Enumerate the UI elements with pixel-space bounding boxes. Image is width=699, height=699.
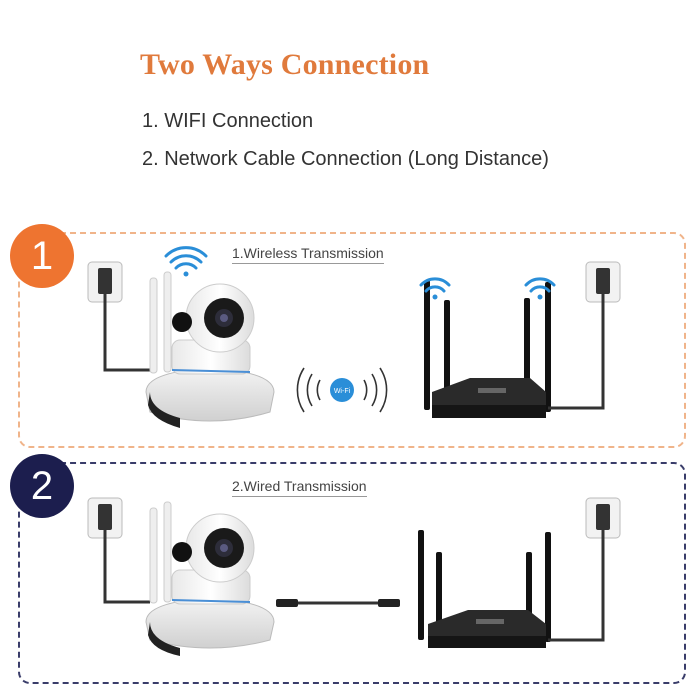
method-1-text: 1. WIFI Connection [142,110,314,132]
power-outlet-icon [87,261,123,303]
wifi-icon [419,277,556,300]
wired-transmission-label: 2.Wired Transmission [232,478,367,497]
ip-camera-icon [145,271,275,428]
step-1-badge: 1 [10,224,74,288]
power-cable [548,294,605,410]
wireless-panel [18,232,686,448]
ethernet-cable-icon [276,599,400,607]
wifi-badge-text: Wi-Fi [334,388,351,395]
power-outlet-icon [87,497,123,539]
page-title: Two Ways Connection [140,48,430,81]
power-outlet-icon [585,497,621,539]
wifi-icon [164,246,208,277]
power-cable [103,294,150,372]
wireless-transmission-label: 1.Wireless Transmission [232,245,384,264]
step-2-badge: 2 [10,454,74,518]
wifi-signal-icon [296,367,388,413]
power-cable [548,530,605,642]
method-2-text: 2. Network Cable Connection (Long Distan… [142,148,549,170]
wired-panel [18,462,686,684]
router-icon [424,280,551,418]
power-cable [103,530,150,604]
wifi-badge [330,378,354,402]
router-icon [418,530,551,648]
ip-camera-icon [145,501,275,656]
